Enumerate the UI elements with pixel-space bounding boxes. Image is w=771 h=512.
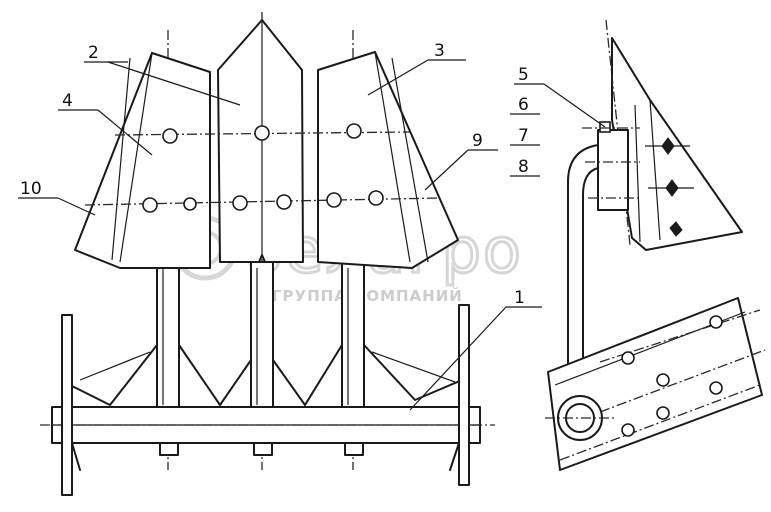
bolt-rows (84, 123, 441, 213)
callout-9: 9 (472, 131, 483, 151)
left-blade (74, 52, 211, 269)
callout-8: 8 (518, 157, 529, 177)
callout-7: 7 (518, 126, 529, 146)
right-blade (317, 51, 459, 269)
leader-lines (18, 59, 606, 411)
callout-3: 3 (434, 41, 445, 61)
callout-6: 6 (518, 95, 529, 115)
watermark-subtitle: ГРУППА КОМПАНИЙ (272, 286, 463, 305)
callout-5: 5 (518, 65, 529, 85)
callout-1: 1 (514, 288, 525, 308)
vertical-posts (156, 261, 365, 413)
flange-view (545, 297, 766, 471)
side-view (567, 19, 743, 396)
callout-4: 4 (62, 91, 73, 111)
callout-10: 10 (20, 179, 42, 199)
center-blade (217, 19, 304, 263)
callouts: 2 3 4 10 9 1 5 6 7 8 (20, 41, 529, 308)
callout-2: 2 (88, 43, 99, 63)
braces (69, 344, 463, 406)
bolt (142, 123, 384, 213)
bottom-beam (40, 304, 495, 496)
